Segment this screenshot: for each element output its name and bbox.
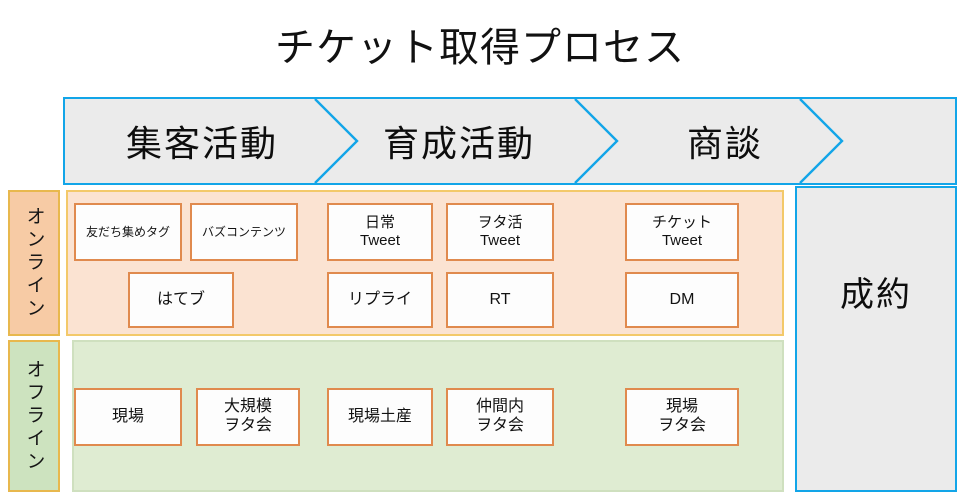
tactic-box-online-2[interactable]: バズコンテンツ <box>190 203 298 261</box>
tactic-box-online-5[interactable]: チケット Tweet <box>625 203 739 261</box>
chevron-divider-2 <box>574 99 619 183</box>
channel-label-online: オンライン <box>8 190 60 336</box>
tactic-box-offline-5[interactable]: 現場 ヲタ会 <box>625 388 739 446</box>
outcome-label: 成約 <box>840 275 912 314</box>
tactic-box-online-7[interactable]: リプライ <box>327 272 433 328</box>
tactic-box-online-1[interactable]: 友だち集めタグ <box>74 203 182 261</box>
tactic-box-online-3[interactable]: 日常 Tweet <box>327 203 433 261</box>
tactic-box-online-9[interactable]: DM <box>625 272 739 328</box>
tactic-box-offline-2[interactable]: 大規模 ヲタ会 <box>196 388 300 446</box>
page-title: チケット取得プロセス <box>275 26 685 70</box>
phase-label-1: 集客活動 <box>125 123 278 164</box>
tactic-box-offline-3[interactable]: 現場土産 <box>327 388 433 446</box>
outcome-panel: 成約 <box>795 186 957 492</box>
phase-label-2: 育成活動 <box>382 123 535 164</box>
tactic-box-online-8[interactable]: RT <box>446 272 554 328</box>
tactic-box-offline-1[interactable]: 現場 <box>74 388 182 446</box>
phase-label-3: 商談 <box>686 123 763 164</box>
channel-label-offline: オフライン <box>8 340 60 492</box>
tactic-box-online-6[interactable]: はてブ <box>128 272 234 328</box>
tactic-box-online-4[interactable]: ヲタ活 Tweet <box>446 203 554 261</box>
tactic-box-offline-4[interactable]: 仲間内 ヲタ会 <box>446 388 554 446</box>
phase-band: 集客活動 育成活動 商談 <box>63 97 957 185</box>
